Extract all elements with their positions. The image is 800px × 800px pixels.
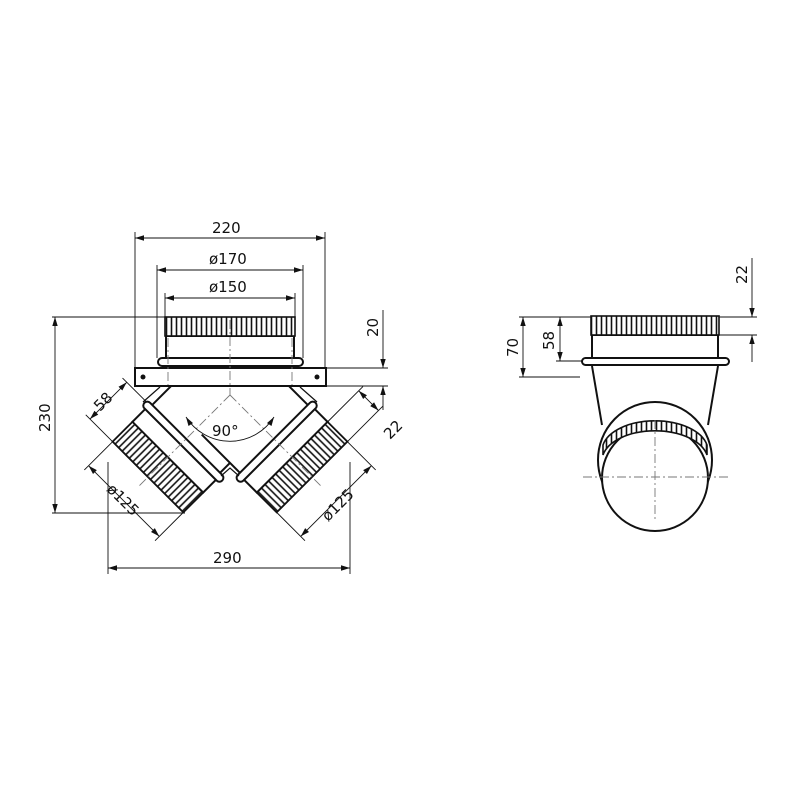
side-dim-22: 22	[733, 265, 751, 284]
dim-d170: ø170	[209, 250, 247, 268]
dim-d125-right: ø125	[318, 485, 357, 524]
dim-20: 20	[364, 318, 382, 337]
bolt-hole-right	[314, 374, 320, 380]
bolt-hole-left	[140, 374, 146, 380]
side-dim-58: 58	[540, 331, 558, 350]
dim-290: 290	[213, 549, 242, 567]
dim-22-leg: 22	[380, 417, 406, 443]
dim-220: 220	[212, 219, 241, 237]
side-dim-70: 70	[504, 338, 522, 357]
angle-label: 90°	[212, 422, 239, 440]
dim-d150: ø150	[209, 278, 247, 296]
side-view: 70 58 22	[504, 258, 757, 532]
dim-230: 230	[36, 403, 54, 432]
front-view: 90° 220 ø170 ø150 20 230 290 58 22	[36, 219, 406, 574]
dim-58: 58	[90, 389, 116, 415]
